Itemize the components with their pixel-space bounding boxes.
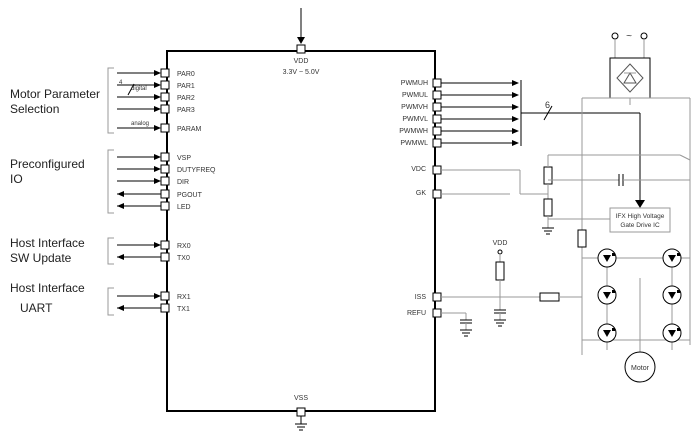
pin-label-rx0: RX0 xyxy=(177,243,191,250)
group-host-sw-title: Host Interface xyxy=(10,236,85,250)
motor: Motor xyxy=(624,351,656,383)
right-pins: PWMUH PWMUL PWMVH PWMVL PWMWH PWMWL VDC … xyxy=(399,78,522,318)
vss-ground: VSS xyxy=(294,395,308,431)
pin-label-dutyfreq: DUTYFREQ xyxy=(177,167,216,174)
vdd-label: VDD xyxy=(294,58,309,65)
pin-label-vsp: VSP xyxy=(177,155,191,162)
pin-label-tx1: TX1 xyxy=(177,306,190,313)
ac-input-rectifier: ~ xyxy=(581,31,691,355)
group-host-sw-subtitle: SW Update xyxy=(10,251,72,265)
pin-label-par3: PAR3 xyxy=(177,107,195,114)
vss-label: VSS xyxy=(294,395,308,402)
pin-label-led: LED xyxy=(177,204,191,211)
group-preconfigured-title: Preconfigured xyxy=(10,157,85,171)
gate-drive-ic-subtitle: Gate Drive IC xyxy=(620,222,660,229)
bootstrap-resistor xyxy=(577,229,587,248)
gate-drive-ic: IFX High Voltage Gate Drive IC xyxy=(609,207,671,233)
motor-label: Motor xyxy=(631,365,650,372)
pin-label-pwmvh: PWMVH xyxy=(401,104,428,111)
digital-bus-count: 4 xyxy=(119,80,123,86)
group-preconfigured-subtitle: IO xyxy=(10,172,23,186)
pin-label-tx0: TX0 xyxy=(177,255,190,262)
pin-label-rx1: RX1 xyxy=(177,294,191,301)
pin-label-par2: PAR2 xyxy=(177,95,195,102)
pin-label-pwmvl: PWMVL xyxy=(402,116,428,123)
group-preconfigured-io: Preconfigured IO xyxy=(10,149,114,214)
pin-label-pwmuh: PWMUH xyxy=(401,80,428,87)
group-motor-parameter-subtitle: Selection xyxy=(10,102,59,116)
pin-label-vdc: VDC xyxy=(411,166,426,173)
pin-label-par0: PAR0 xyxy=(177,71,195,78)
pin-label-gk: GK xyxy=(416,190,426,197)
group-host-uart: Host Interface UART xyxy=(10,281,114,316)
pin-label-refu: REFU xyxy=(407,310,426,317)
group-host-uart-subtitle: UART xyxy=(20,301,53,315)
pin-label-par1: PAR1 xyxy=(177,83,195,90)
vdd-supply-input: VDD 3.3V ~ 5.0V xyxy=(283,8,320,76)
inverter-bridge xyxy=(582,248,690,355)
pin-label-pwmwh: PWMWH xyxy=(399,128,428,135)
analog-annotation: analog xyxy=(131,121,149,127)
iss-shunt-circuit: VDD xyxy=(441,240,582,327)
left-pins: PAR0 PAR1 PAR2 PAR3 4 digital PARAM anal… xyxy=(117,68,216,313)
group-host-sw-update: Host Interface SW Update xyxy=(10,236,114,265)
pin-label-pgout: PGOUT xyxy=(177,192,203,199)
pin-label-iss: ISS xyxy=(415,294,427,301)
vdd-shunt-label: VDD xyxy=(493,240,508,247)
vdc-divider xyxy=(441,154,691,235)
ac-symbol: ~ xyxy=(626,31,632,42)
group-motor-parameter: Motor Parameter Selection xyxy=(10,67,114,134)
digital-annotation: digital xyxy=(131,86,147,92)
gate-drive-ic-title: IFX High Voltage xyxy=(616,213,665,220)
pwm-bus-count: 6 xyxy=(545,100,550,110)
vdd-range-label: 3.3V ~ 5.0V xyxy=(283,69,320,76)
pwm-bus: 6 xyxy=(521,100,645,208)
ic-body xyxy=(166,50,436,412)
pin-label-dir: DIR xyxy=(177,179,189,186)
group-host-uart-title: Host Interface xyxy=(10,281,85,295)
pin-label-pwmwl: PWMWL xyxy=(400,140,428,147)
refu-capacitor xyxy=(441,312,472,337)
pin-label-pwmul: PWMUL xyxy=(402,92,428,99)
pin-label-param: PARAM xyxy=(177,126,202,133)
group-motor-parameter-title: Motor Parameter xyxy=(10,87,100,101)
